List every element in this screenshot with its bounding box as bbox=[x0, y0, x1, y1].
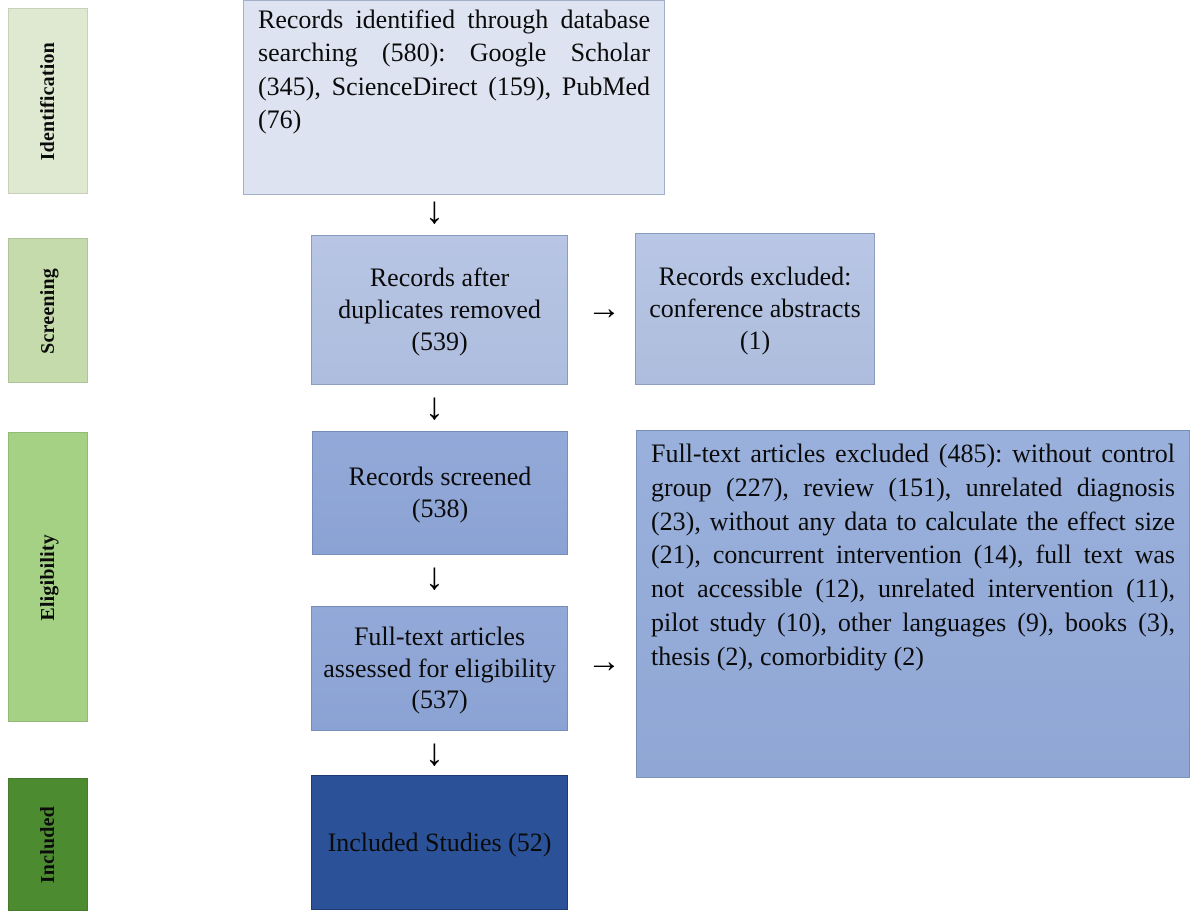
flow-box-included-studies: Included Studies (52) bbox=[311, 775, 568, 910]
arrow-down-icon: ↓ bbox=[425, 556, 444, 598]
stage-label-included: Included bbox=[8, 778, 88, 911]
flow-box-records-after-duplicates-removed-text: Records after duplicates removed (539) bbox=[338, 263, 541, 356]
arrow-down-icon: ↓ bbox=[425, 190, 444, 232]
flow-box-fulltext-articles-excluded-text: Full-text articles excluded (485): witho… bbox=[651, 439, 1175, 671]
arrow-right-icon: → bbox=[587, 290, 621, 327]
stage-label-screening: Screening bbox=[8, 238, 88, 383]
flow-box-included-studies-text: Included Studies (52) bbox=[327, 827, 552, 857]
stage-label-identification-text: Identification bbox=[36, 41, 59, 161]
flow-box-records-excluded: Records excluded: conference abstracts (… bbox=[635, 233, 875, 385]
flow-box-fulltext-assessed-for-eligibility-text: Full-text articles assessed for eligibil… bbox=[323, 621, 556, 715]
flow-box-records-screened: Records screened (538) bbox=[312, 431, 568, 555]
stage-label-identification: Identification bbox=[8, 8, 88, 194]
stage-label-screening-text: Screening bbox=[36, 267, 59, 354]
stage-label-eligibility: Eligibility bbox=[8, 432, 88, 722]
stage-label-eligibility-text: Eligibility bbox=[36, 533, 59, 621]
flow-box-records-identified: Records identified through database sear… bbox=[243, 0, 665, 195]
flow-box-fulltext-assessed-for-eligibility: Full-text articles assessed for eligibil… bbox=[311, 606, 568, 731]
arrow-right-icon: → bbox=[587, 643, 621, 680]
stage-label-included-text: Included bbox=[36, 805, 59, 884]
flow-box-records-identified-text: Records identified through database sear… bbox=[258, 5, 650, 134]
flow-box-fulltext-articles-excluded: Full-text articles excluded (485): witho… bbox=[636, 430, 1190, 778]
arrow-down-icon: ↓ bbox=[425, 732, 444, 774]
flow-box-records-excluded-text: Records excluded: conference abstracts (… bbox=[649, 262, 861, 355]
flow-box-records-screened-text: Records screened (538) bbox=[348, 462, 532, 523]
arrow-down-icon: ↓ bbox=[425, 386, 444, 428]
flow-box-records-after-duplicates-removed: Records after duplicates removed (539) bbox=[311, 235, 568, 385]
